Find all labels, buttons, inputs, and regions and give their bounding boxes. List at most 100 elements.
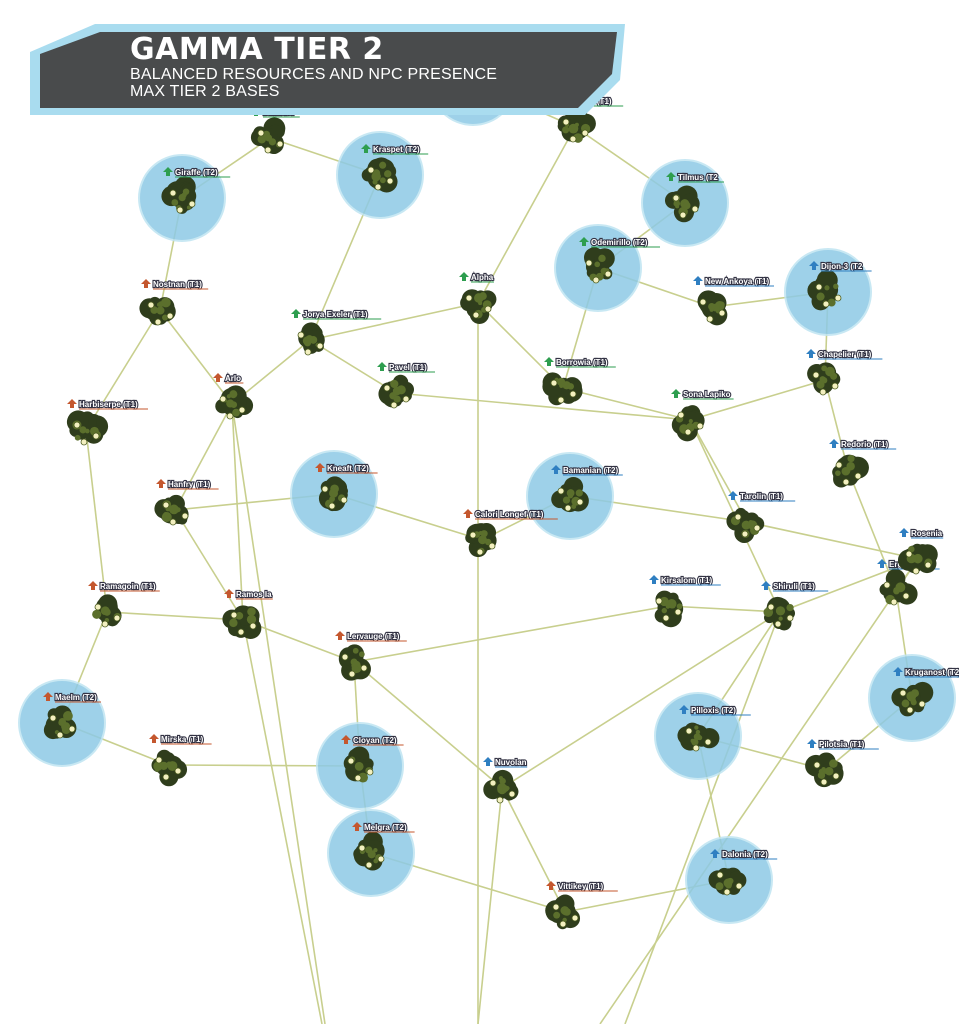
tier-banner: GAMMA TIER 2 BALANCED RESOURCES AND NPC … xyxy=(0,0,959,130)
jump-point-marker xyxy=(674,608,682,616)
jump-point-marker xyxy=(383,384,391,392)
jump-point-marker xyxy=(679,211,687,219)
jump-point-marker xyxy=(767,603,775,611)
system-node[interactable]: Alpha xyxy=(459,272,497,325)
jump-point-marker xyxy=(902,592,910,600)
jump-point-marker xyxy=(49,714,57,722)
jump-point-marker xyxy=(685,727,693,735)
system-node[interactable]: Cloyan (T2) xyxy=(341,735,404,783)
systems-layer: Bhalit (T1)Rathell (T1)BhikafalGiraffe (… xyxy=(43,51,959,930)
jump-point-marker xyxy=(832,772,840,780)
jump-point-marker xyxy=(692,744,700,752)
jump-point-marker xyxy=(822,300,830,308)
green-faction-icon xyxy=(579,237,589,246)
system-node[interactable]: Pilloxis (T2) xyxy=(677,705,751,752)
jump-point-marker xyxy=(472,311,480,319)
system-label: Bamanian (T2) xyxy=(563,466,618,475)
system-label: Nostnan (T1) xyxy=(153,280,202,289)
system-node[interactable]: Lervauge (T1) xyxy=(335,631,407,681)
jump-point-marker xyxy=(297,331,305,339)
system-node[interactable]: Pavel (T1) xyxy=(377,362,435,409)
system-node[interactable]: Maelm (T2) xyxy=(43,692,101,740)
jump-point-marker xyxy=(304,348,312,356)
system-node[interactable]: Giraffe (T2) xyxy=(161,167,231,214)
system-node[interactable]: Bhikafal xyxy=(250,107,300,154)
jump-point-marker xyxy=(101,620,109,628)
jump-point-marker xyxy=(347,757,355,765)
system-node[interactable]: Mirska (T1) xyxy=(149,734,212,787)
jump-point-marker xyxy=(386,177,394,185)
system-node[interactable]: Dijon-3 (T2 xyxy=(807,261,872,311)
blue-faction-icon xyxy=(806,349,816,358)
system-node[interactable]: Vittikey (T1) xyxy=(545,881,618,930)
system-node[interactable]: Odemirillo (T2) xyxy=(579,237,660,284)
route-line xyxy=(779,558,919,613)
system-node[interactable]: Rosenia xyxy=(897,528,944,575)
system-node[interactable]: Kraspet (T2) xyxy=(361,144,429,193)
system-node[interactable]: Harbiserpe (T1) xyxy=(66,399,148,446)
system-node[interactable]: Hanfry (T1) xyxy=(154,479,219,526)
system-node[interactable]: Borrowia (T1) xyxy=(542,357,616,406)
red-faction-icon xyxy=(341,735,351,744)
system-node[interactable]: Nuvolan xyxy=(483,757,528,804)
system-node[interactable]: Ramos Ia xyxy=(222,589,273,639)
system-node[interactable]: Arlo xyxy=(213,373,254,420)
landmass xyxy=(318,476,349,512)
jump-point-marker xyxy=(571,914,579,922)
system-label: Vittikey (T1) xyxy=(558,882,604,891)
jump-point-marker xyxy=(230,611,238,619)
system-label: Kraspet (T2) xyxy=(373,145,420,154)
system-node[interactable]: Dalonia (T2) xyxy=(708,849,778,896)
system-label: Hanfry (T1) xyxy=(168,480,211,489)
system-node[interactable]: Jorya Exeler (T1) xyxy=(291,309,382,356)
red-faction-icon xyxy=(463,509,473,518)
system-node[interactable]: Ramagoin (T1) xyxy=(88,581,160,628)
system-label: Odemirillo (T2) xyxy=(591,238,648,247)
system-node[interactable]: Kneaft (T2) xyxy=(315,463,378,512)
landmass xyxy=(832,454,869,488)
jump-point-marker xyxy=(672,194,680,202)
system-node[interactable]: Redorio (T1) xyxy=(829,439,897,488)
landmass xyxy=(807,362,841,394)
blue-faction-icon xyxy=(483,757,493,766)
red-faction-icon xyxy=(315,463,325,472)
system-node[interactable]: Pilotsia (T1) xyxy=(805,739,879,788)
red-faction-icon xyxy=(43,692,53,701)
route-line xyxy=(85,429,108,613)
system-label: Harbiserpe (T1) xyxy=(79,400,138,409)
jump-point-marker xyxy=(147,301,155,309)
jump-point-marker xyxy=(154,318,162,326)
system-node[interactable]: Bamanian (T2) xyxy=(551,465,623,513)
route-line xyxy=(309,302,479,341)
route-line-offmap xyxy=(242,619,323,1024)
jump-point-marker xyxy=(94,603,102,611)
system-label: Pilloxis (T2) xyxy=(691,706,736,715)
jump-point-marker xyxy=(569,135,577,143)
route-line-offmap xyxy=(477,787,503,1024)
system-node[interactable]: New Ankoya (T1) xyxy=(693,276,774,326)
jump-point-marker xyxy=(684,428,692,436)
landmass xyxy=(557,107,596,143)
jump-point-marker xyxy=(562,118,570,126)
system-node[interactable]: Kruganost (T2) xyxy=(891,667,959,717)
system-node[interactable]: Shiruli (T1) xyxy=(761,581,829,631)
system-node[interactable]: Tarolin (T1) xyxy=(726,491,796,543)
system-node[interactable]: Sona Lapiko xyxy=(671,389,734,442)
system-node[interactable]: Chapelier (T1) xyxy=(806,349,883,396)
jump-point-marker xyxy=(155,756,163,764)
system-node[interactable]: Melgra (T2) xyxy=(352,822,415,871)
system-node[interactable]: Nostnan (T1) xyxy=(139,279,209,326)
system-label: Pilotsia (T1) xyxy=(819,740,865,749)
route-line xyxy=(689,379,826,421)
jump-point-marker xyxy=(174,767,182,775)
jump-point-marker xyxy=(699,298,707,306)
system-node[interactable]: Tilmus (T2 xyxy=(664,172,724,223)
jump-point-marker xyxy=(476,548,484,556)
jump-point-marker xyxy=(328,502,336,510)
jump-point-marker xyxy=(834,294,842,302)
system-node[interactable]: Kirsalom (T1) xyxy=(649,575,721,628)
system-node[interactable]: Calori Longef (T1) xyxy=(463,509,558,558)
system-label: Pavel (T1) xyxy=(389,363,427,372)
system-label: Mirska (T1) xyxy=(161,735,204,744)
